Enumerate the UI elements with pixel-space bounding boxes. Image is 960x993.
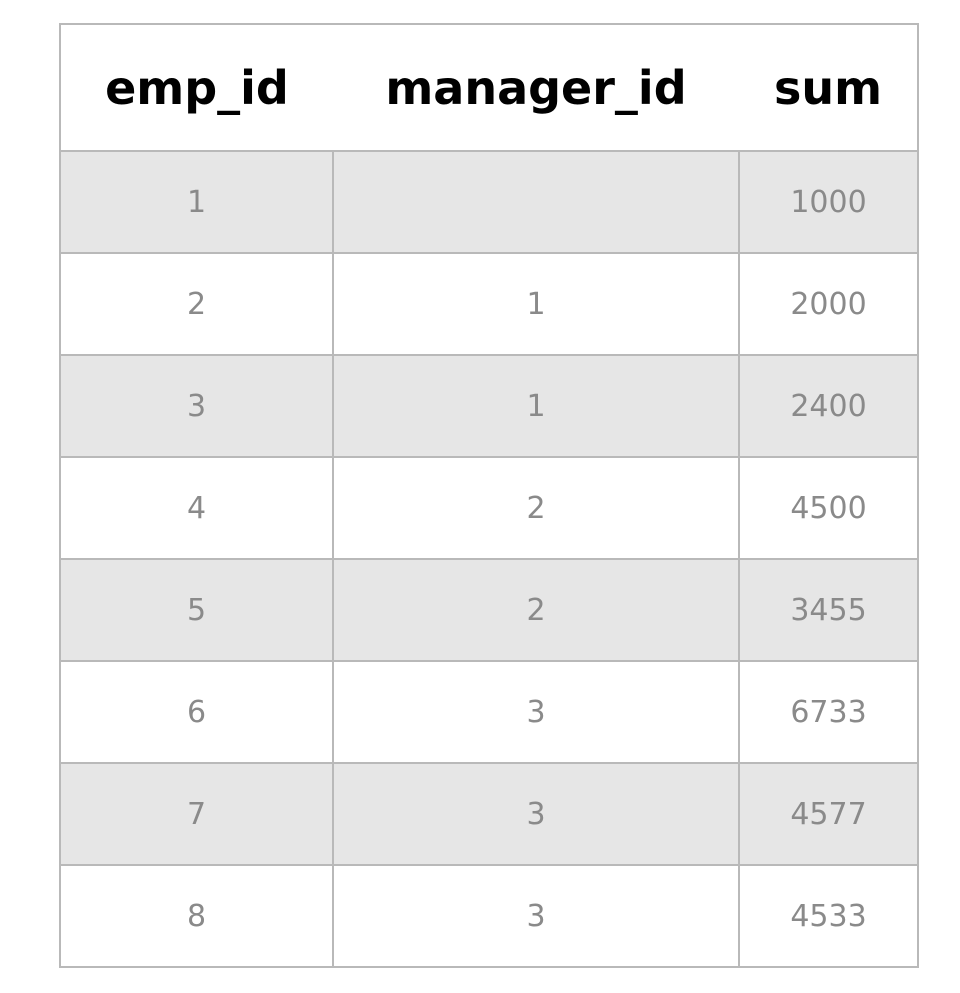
cell-emp-id: 2 (59, 252, 334, 356)
cell-manager-id: 2 (332, 456, 740, 560)
cell-manager-id: 2 (332, 558, 740, 662)
table-body: 1 1000 2 1 2000 3 1 2400 4 2 4500 5 2 (59, 150, 919, 968)
cell-emp-id: 3 (59, 354, 334, 458)
cell-manager-id: 1 (332, 252, 740, 356)
table-row: 6 3 6733 (59, 660, 919, 764)
cell-emp-id: 7 (59, 762, 334, 866)
cell-manager-id (332, 150, 740, 254)
table-row: 7 3 4577 (59, 762, 919, 866)
cell-sum: 4533 (738, 864, 919, 968)
cell-sum: 3455 (738, 558, 919, 662)
table-header: emp_id manager_id sum (60, 24, 918, 152)
table-container: emp_id manager_id sum 1 1000 2 1 2000 3 … (59, 23, 919, 968)
cell-manager-id: 3 (332, 864, 740, 968)
table-row: 5 2 3455 (59, 558, 919, 662)
column-header-sum: sum (739, 24, 918, 152)
cell-sum: 4500 (738, 456, 919, 560)
cell-manager-id: 3 (332, 762, 740, 866)
cell-sum: 2400 (738, 354, 919, 458)
column-header-manager-id: manager_id (333, 24, 739, 152)
cell-emp-id: 5 (59, 558, 334, 662)
cell-sum: 1000 (738, 150, 919, 254)
table-row: 8 3 4533 (59, 864, 919, 968)
table-row: 4 2 4500 (59, 456, 919, 560)
cell-emp-id: 6 (59, 660, 334, 764)
data-table: emp_id manager_id sum 1 1000 2 1 2000 3 … (59, 23, 919, 968)
cell-sum: 4577 (738, 762, 919, 866)
cell-emp-id: 1 (59, 150, 334, 254)
cell-sum: 6733 (738, 660, 919, 764)
cell-emp-id: 4 (59, 456, 334, 560)
cell-sum: 2000 (738, 252, 919, 356)
table-row: 3 1 2400 (59, 354, 919, 458)
cell-emp-id: 8 (59, 864, 334, 968)
cell-manager-id: 1 (332, 354, 740, 458)
header-row: emp_id manager_id sum (60, 24, 918, 152)
cell-manager-id: 3 (332, 660, 740, 764)
column-header-emp-id: emp_id (60, 24, 333, 152)
table-row: 1 1000 (59, 150, 919, 254)
table-row: 2 1 2000 (59, 252, 919, 356)
